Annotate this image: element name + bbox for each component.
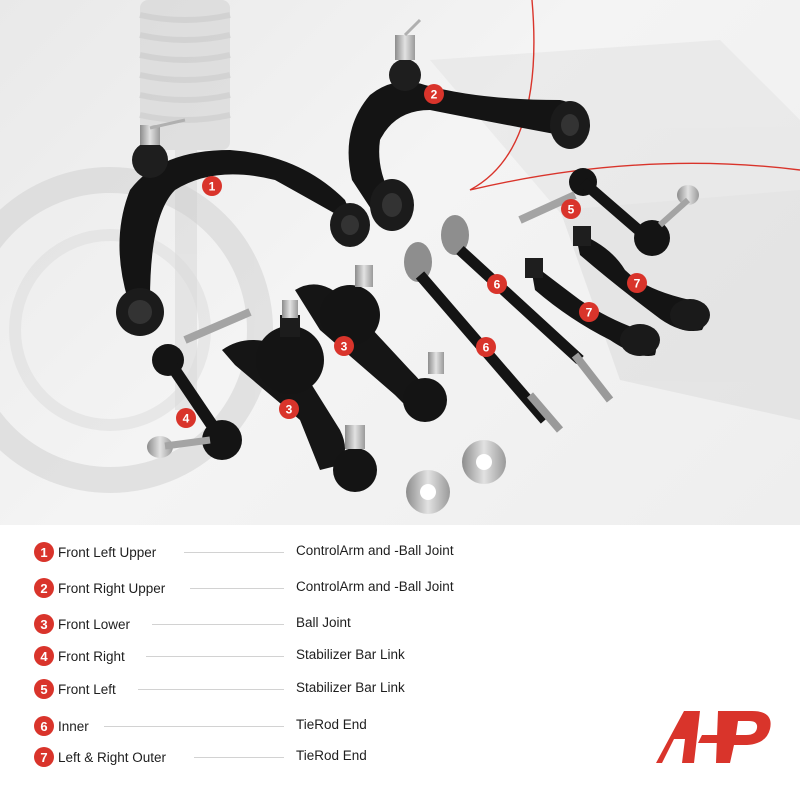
legend-label: Inner <box>58 718 89 734</box>
svg-text:6: 6 <box>483 341 490 355</box>
leader-line <box>104 726 284 727</box>
svg-text:1: 1 <box>209 180 216 194</box>
parts-legend: 1 Front Left Upper ControlArm and -Ball … <box>0 535 800 800</box>
legend-row: 4 Front Right Stabilizer Bar Link <box>34 645 504 667</box>
svg-text:5: 5 <box>568 203 575 217</box>
legend-value: TieRod End <box>296 748 367 763</box>
legend-value: TieRod End <box>296 717 367 732</box>
legend-value: Ball Joint <box>296 615 351 630</box>
legend-number: 5 <box>34 679 54 699</box>
callout: 3 <box>279 399 299 419</box>
part-front-right-upper-control-arm <box>348 18 590 231</box>
legend-number: 4 <box>34 646 54 666</box>
legend-row: 6 Inner TieRod End <box>34 715 504 737</box>
callout: 2 <box>424 84 444 104</box>
leader-line <box>184 552 284 553</box>
svg-text:7: 7 <box>586 306 593 320</box>
legend-value: ControlArm and -Ball Joint <box>296 579 454 594</box>
legend-label: Front Left Upper <box>58 544 157 560</box>
leader-line <box>138 689 284 690</box>
legend-label: Front Lower <box>58 616 131 632</box>
legend-value: ControlArm and -Ball Joint <box>296 543 454 558</box>
legend-value: Stabilizer Bar Link <box>296 647 405 662</box>
leader-line <box>190 588 284 589</box>
part-front-left-upper-control-arm <box>116 118 370 336</box>
legend-number: 6 <box>34 716 54 736</box>
legend-label: Front Right Upper <box>58 580 166 596</box>
callout: 4 <box>176 408 196 428</box>
part-front-left-stabilizer-link <box>518 168 699 256</box>
callout: 3 <box>334 336 354 356</box>
washers <box>406 440 506 514</box>
legend-value: Stabilizer Bar Link <box>296 680 405 695</box>
legend-number: 2 <box>34 578 54 598</box>
legend-number: 1 <box>34 542 54 562</box>
callout: 6 <box>476 337 496 357</box>
legend-number: 3 <box>34 614 54 634</box>
accent-arc <box>469 0 800 191</box>
leader-line <box>194 757 284 758</box>
svg-text:7: 7 <box>634 277 641 291</box>
callout: 7 <box>627 273 647 293</box>
legend-row: 7 Left & Right Outer TieRod End <box>34 746 504 768</box>
legend-row: 2 Front Right Upper ControlArm and -Ball… <box>34 577 504 599</box>
leader-line <box>152 624 284 625</box>
legend-label: Left & Right Outer <box>58 749 167 765</box>
legend-row: 1 Front Left Upper ControlArm and -Ball … <box>34 541 504 563</box>
a-premium-logo <box>656 711 771 763</box>
svg-text:3: 3 <box>286 403 293 417</box>
legend-row: 3 Front Lower Ball Joint <box>34 613 504 635</box>
legend-row: 5 Front Left Stabilizer Bar Link <box>34 678 504 700</box>
svg-text:4: 4 <box>183 412 190 426</box>
legend-label: Front Left <box>58 681 116 697</box>
callout: 7 <box>579 302 599 322</box>
legend-number: 7 <box>34 747 54 767</box>
product-photo: 1 2 3 3 4 5 6 6 <box>0 0 800 525</box>
svg-text:3: 3 <box>341 340 348 354</box>
part-front-right-stabilizer-link <box>147 308 252 460</box>
part-inner-tie-rod-b <box>441 215 614 403</box>
callout: 6 <box>487 274 507 294</box>
leader-line <box>146 656 284 657</box>
callout: 5 <box>561 199 581 219</box>
part-front-lower-ball-joint-b <box>295 265 447 422</box>
svg-text:6: 6 <box>494 278 501 292</box>
svg-text:2: 2 <box>431 88 438 102</box>
parts-illustration: 1 2 3 3 4 5 6 6 <box>0 0 800 514</box>
legend-label: Front Right <box>58 648 125 664</box>
part-outer-tie-rod-b <box>573 226 710 331</box>
callout: 1 <box>202 176 222 196</box>
